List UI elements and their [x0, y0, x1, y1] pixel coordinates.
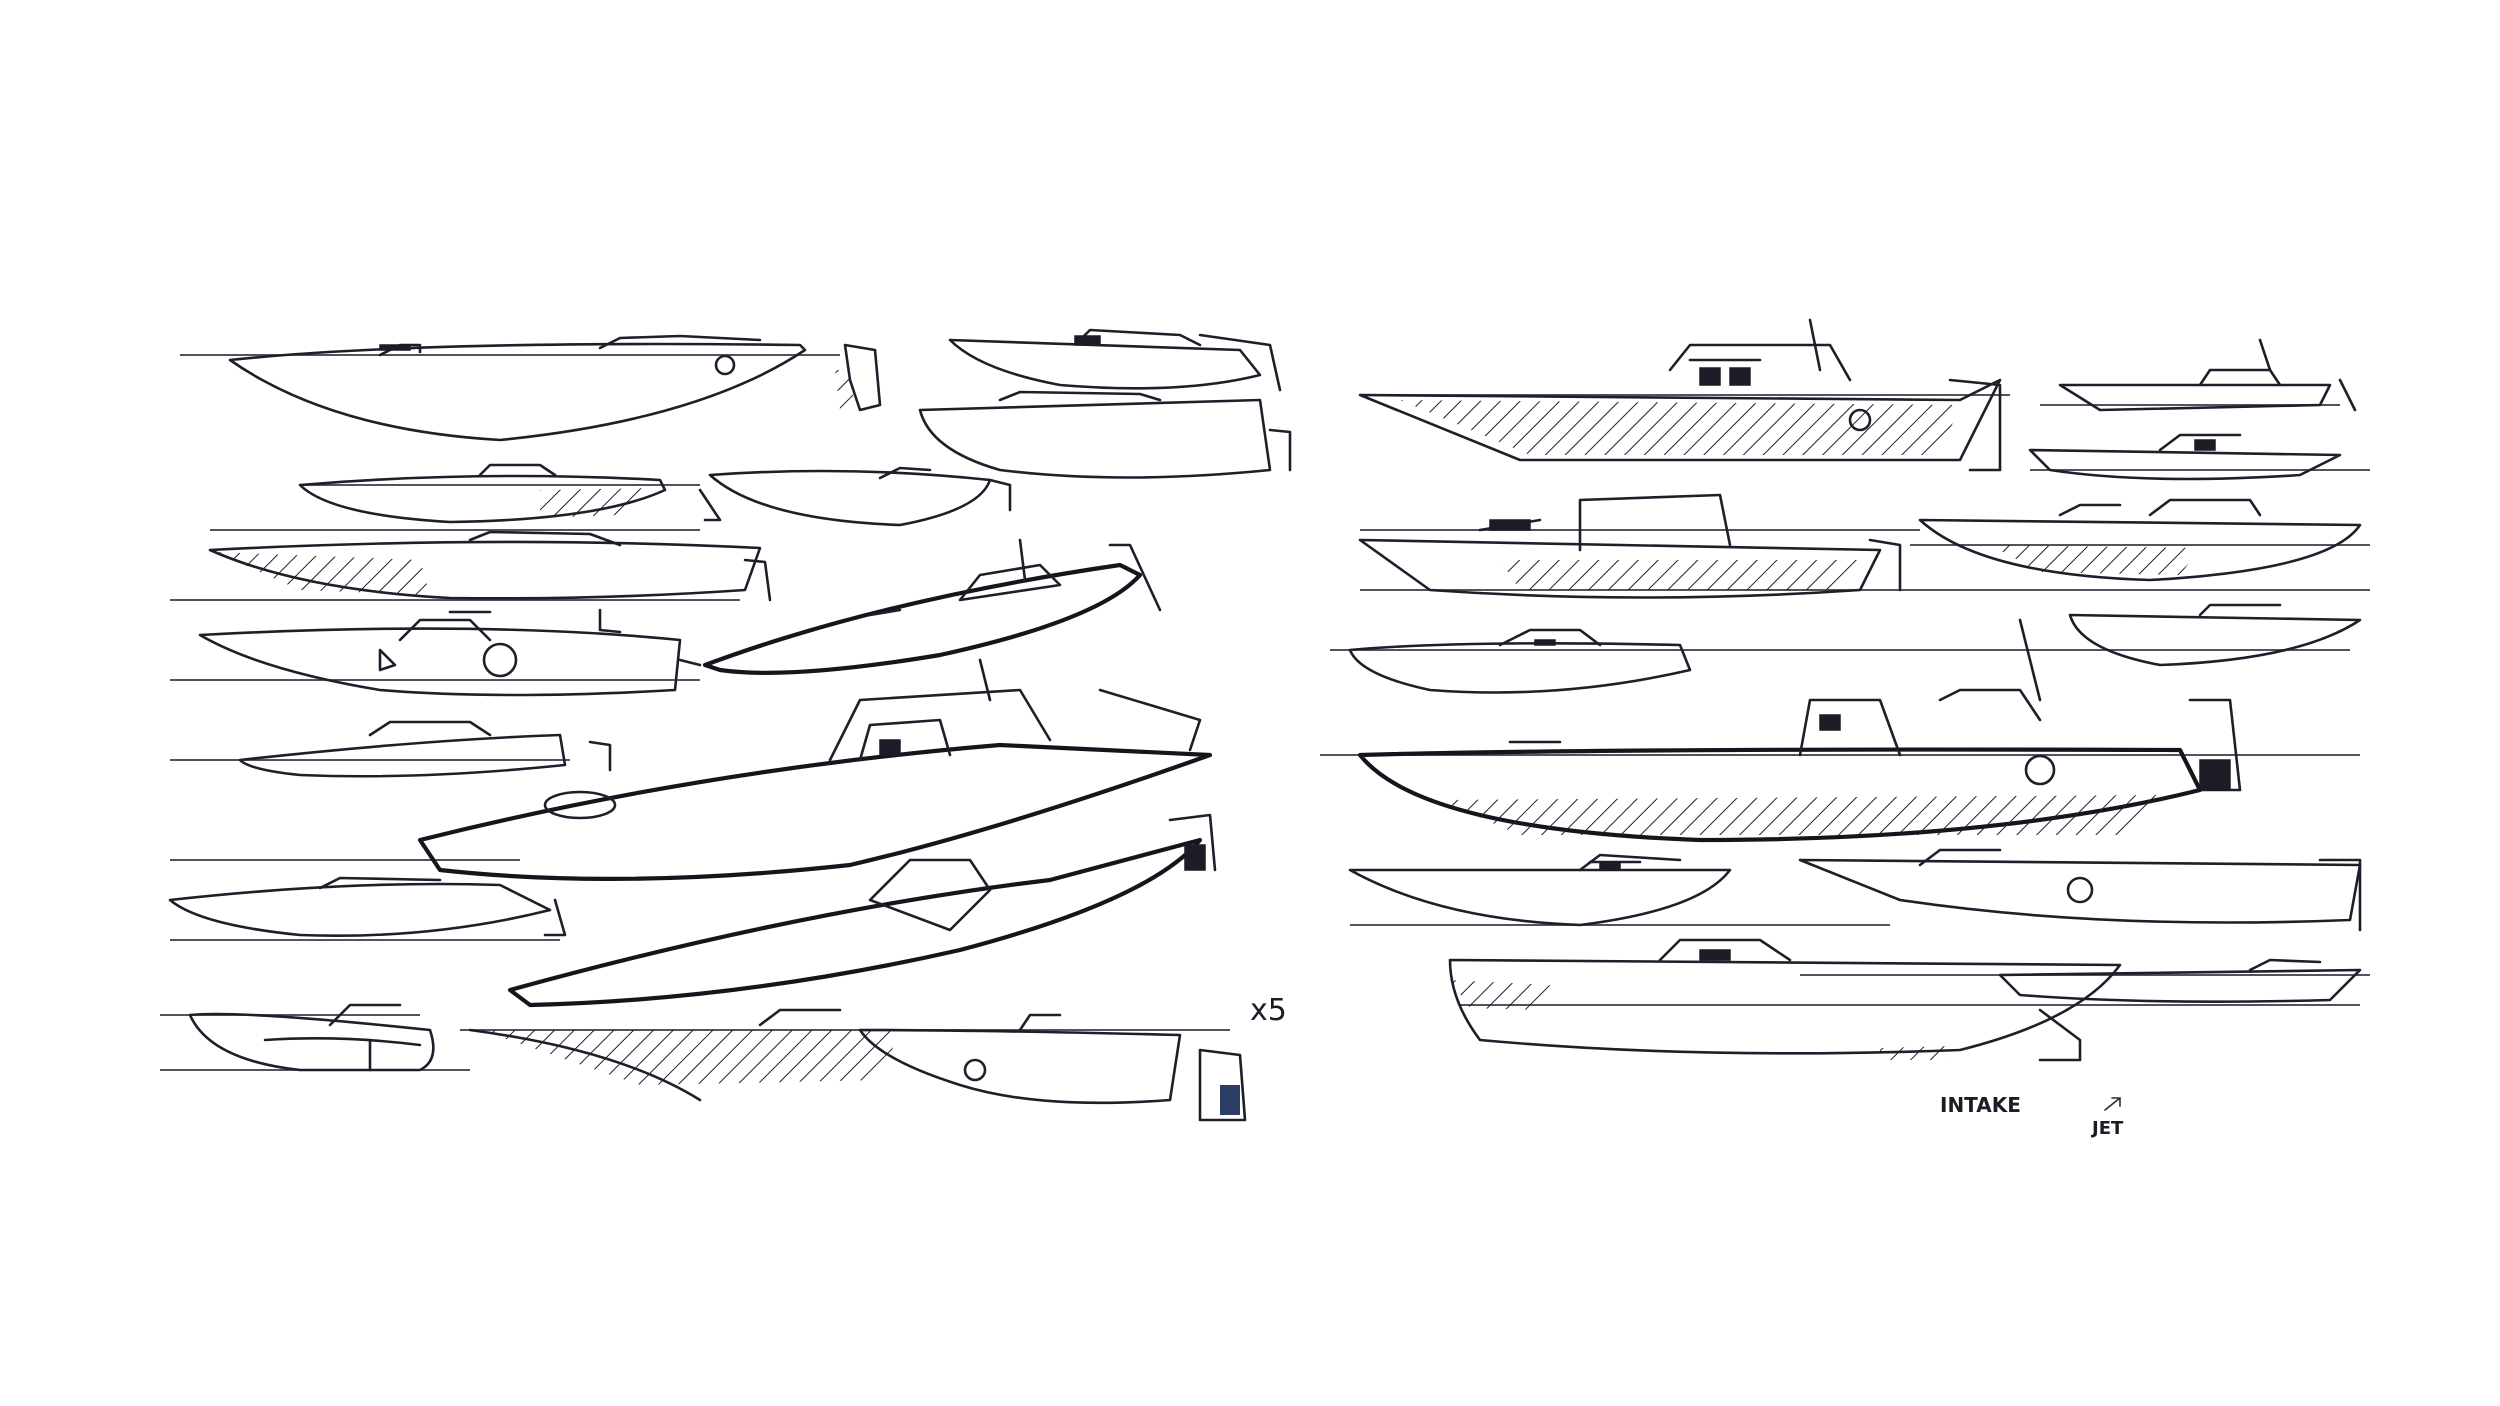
sketch-boat-9	[238, 720, 612, 778]
sketch-boat-r9	[1348, 853, 1732, 927]
sketch-boat-12	[507, 813, 1217, 1008]
sketch-boat-r1	[1358, 318, 2002, 472]
sketch-boat-r4	[1358, 493, 1902, 599]
sketch-boat-3	[918, 390, 1292, 479]
multiplier-annotation: x5	[1250, 993, 1287, 1028]
sketch-boat-r7	[1348, 628, 1692, 694]
sketch-boat-10	[417, 658, 1213, 881]
sketch-boat-r8	[1357, 618, 2242, 843]
sketch-boat-15	[858, 1013, 1247, 1122]
sketch-boat-r2	[2058, 338, 2357, 412]
sketch-boat-r11	[1448, 938, 2122, 1062]
sketch-boat-11	[168, 876, 567, 938]
left-sketch-page: x5	[160, 328, 1292, 1122]
sketch-boat-6	[208, 530, 772, 602]
sketch-boat-2	[948, 328, 1282, 392]
sketch-boat-r6	[2068, 603, 2362, 667]
sketch-boat-4	[298, 463, 722, 524]
left-waterlines	[160, 354, 1230, 1071]
sketch-boat-8	[702, 538, 1162, 675]
sketch-boat-r12	[1998, 958, 2362, 1003]
intake-jet-annotations: INTAKE JET	[1940, 1093, 2124, 1139]
sketch-boat-r5	[1918, 498, 2362, 582]
sketch-boat-1	[228, 334, 882, 442]
sketch-boat-r3	[2028, 433, 2342, 481]
sketch-boat-r10	[1798, 848, 2362, 932]
right-waterlines	[1320, 394, 2370, 1006]
sketch-boat-7	[198, 608, 702, 697]
right-sketch-page: INTAKE JET	[1320, 318, 2370, 1139]
sketch-boat-13-rhib	[188, 1003, 435, 1072]
intake-label: INTAKE	[1940, 1093, 2021, 1117]
sketch-boat-5	[708, 466, 1012, 527]
sketch-boat-14	[468, 1008, 900, 1102]
jet-label: JET	[2090, 1118, 2124, 1139]
